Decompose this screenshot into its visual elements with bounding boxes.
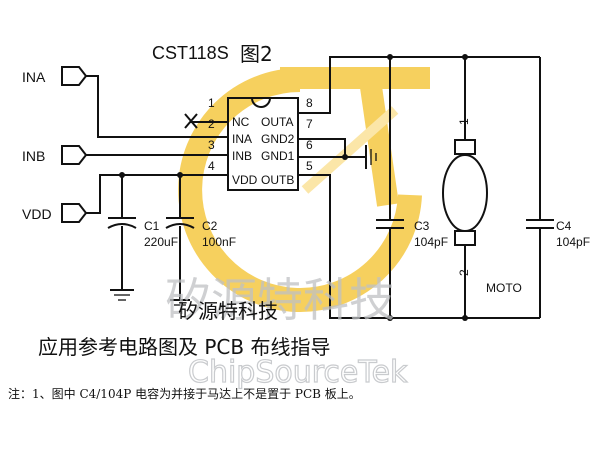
pin8-name: OUTA [261, 115, 293, 129]
pin1-num: 1 [208, 96, 215, 110]
pin5-num: 5 [306, 159, 313, 173]
pin7-num: 7 [306, 117, 313, 131]
pin4-num: 4 [208, 159, 215, 173]
pin7-name: GND2 [261, 132, 295, 146]
motor-pin2: 2 [457, 269, 471, 276]
capacitor-c3 [376, 219, 404, 229]
port-inb [61, 145, 88, 165]
pin3-num: 3 [208, 138, 215, 152]
ic-cst118s [227, 97, 299, 191]
c4-value: 104pF [556, 235, 590, 249]
footnote: 注：1、图中 C4/104P 电容为并接于马达上不是置于 PCB 板上。 [8, 386, 361, 401]
motor-symbol [442, 139, 488, 246]
c1-value: 220uF [144, 235, 178, 249]
pin8-num: 8 [306, 96, 313, 110]
ground-c2 [170, 299, 190, 306]
c3-value: 104pF [414, 235, 448, 249]
c1-ref: C1 [144, 219, 160, 233]
company-watermark: 矽源特科技 [165, 273, 395, 327]
c2-value: 100nF [202, 235, 236, 249]
c2-ref: C2 [202, 219, 218, 233]
port-ina-label: INA [22, 69, 46, 85]
part-title: CST118S [152, 43, 229, 63]
caption-title: 应用参考电路图及 PCB 布线指导 [38, 335, 330, 359]
pin3-name: INB [232, 149, 252, 163]
input-wires [86, 75, 228, 214]
port-inb-label: INB [22, 148, 45, 164]
capacitor-c1 [107, 175, 137, 290]
port-ina [61, 66, 88, 86]
capacitor-c2 [165, 175, 195, 300]
nc-pin-marker [184, 113, 228, 129]
caption-company: 矽源特科技 [178, 299, 278, 323]
capacitor-c4 [526, 219, 554, 229]
pin6-num: 6 [306, 138, 313, 152]
pin5-name: OUTB [261, 173, 294, 187]
ground-c1 [110, 289, 134, 301]
motor-pin1: 1 [457, 118, 471, 125]
c3-ref: C3 [414, 219, 430, 233]
output-wires [298, 54, 541, 321]
pin4-name: VDD [232, 173, 258, 187]
gt-logo-watermark [178, 67, 430, 312]
pin2-name: INA [232, 132, 252, 146]
brand-watermark: ChipSourceTek [188, 355, 408, 390]
pin1-name: NC [232, 115, 250, 129]
c4-ref: C4 [556, 219, 572, 233]
motor-label: MOTO [486, 281, 522, 295]
pin2-num: 2 [208, 117, 215, 131]
pin6-name: GND1 [261, 149, 295, 163]
port-vdd [61, 203, 88, 223]
figure-number: 图2 [240, 42, 273, 66]
port-vdd-label: VDD [22, 206, 52, 222]
